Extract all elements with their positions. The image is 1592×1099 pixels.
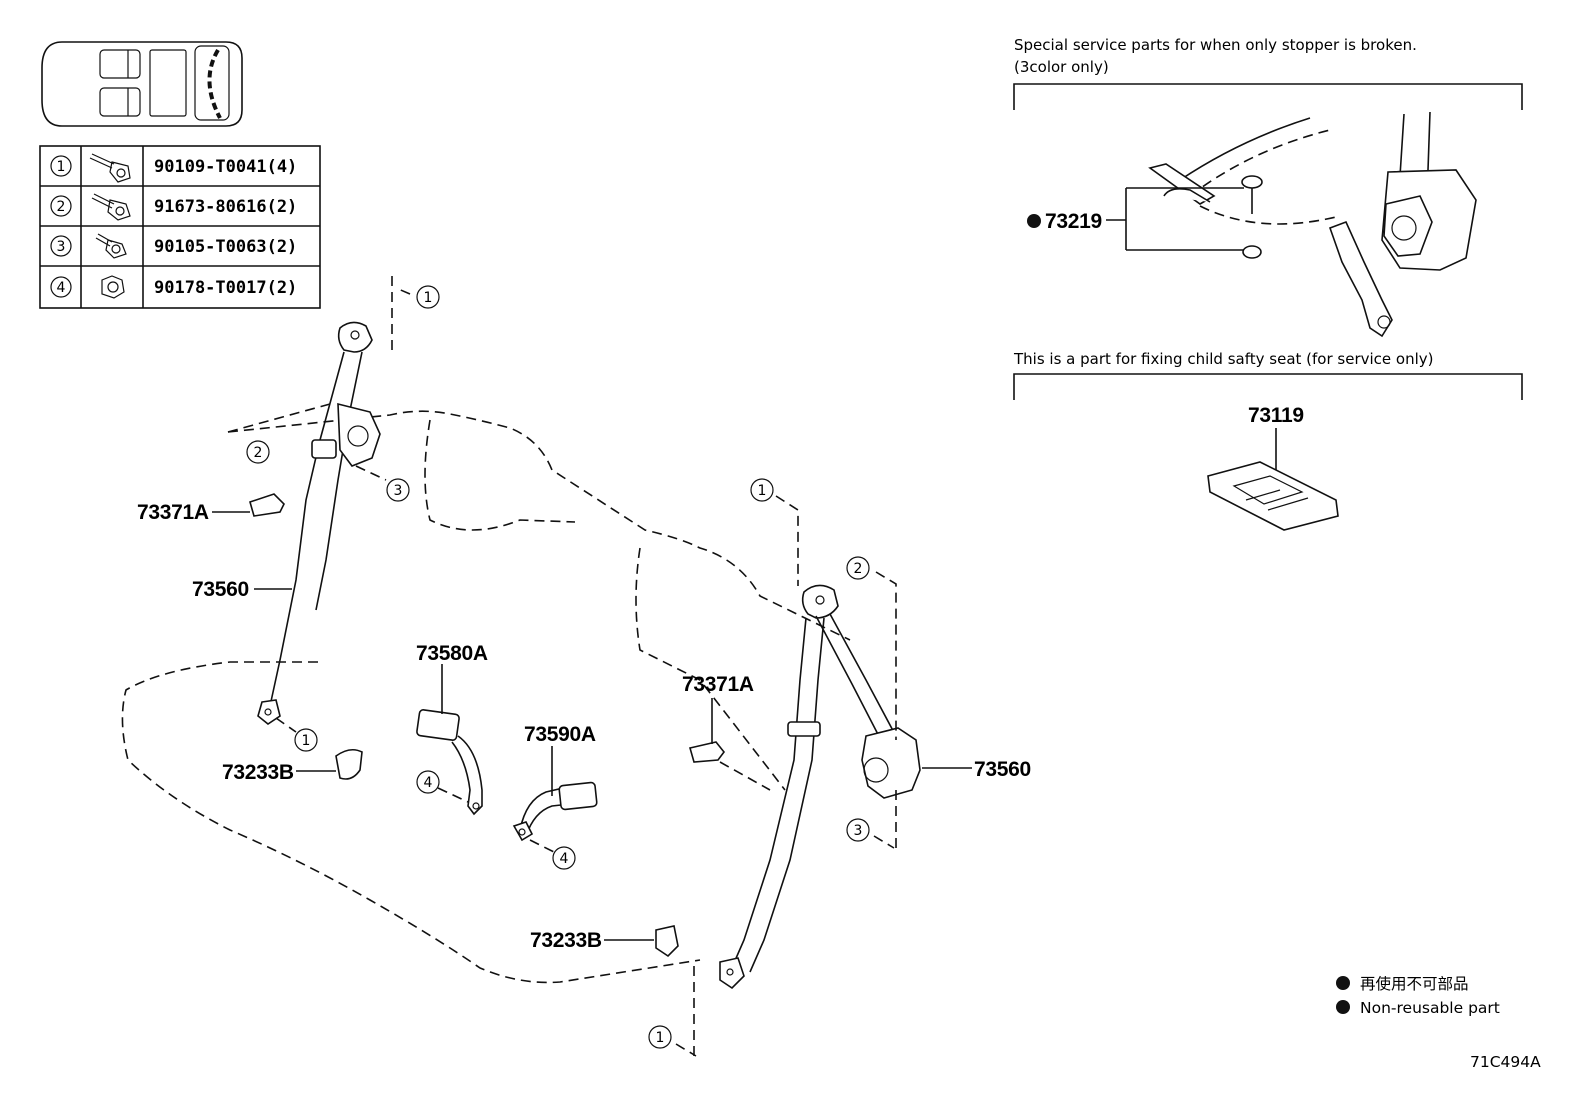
svg-text:4: 4 <box>424 775 433 791</box>
child-seat-inset-bracket <box>1013 373 1523 400</box>
table-part-no-1: 90109-T0041(4) <box>154 157 297 177</box>
legend-dot-icon <box>1336 1000 1350 1014</box>
fastener-table <box>39 145 321 309</box>
part-label-73119: 73119 <box>1248 404 1304 427</box>
callout-1-bottom: 1 <box>648 1025 672 1049</box>
right-seatbelt-assembly <box>675 495 972 1057</box>
table-ref-2: 2 <box>57 199 66 215</box>
stopper-inset-bracket <box>1013 83 1523 110</box>
table-row: 4 90178-T0017(2) <box>50 275 297 299</box>
svg-text:2: 2 <box>854 561 863 577</box>
part-label-73560-left: 73560 <box>192 578 249 601</box>
table-row: 2 91673-80616(2) <box>50 193 297 221</box>
vehicle-locator-icon <box>41 41 243 127</box>
legend: 再使用不可部品 Non-reusable part <box>1336 975 1500 1017</box>
table-ref-3: 3 <box>57 239 66 255</box>
callout-3-right: 3 <box>846 818 870 842</box>
svg-text:1: 1 <box>758 483 767 499</box>
bolt-icon <box>91 193 131 221</box>
part-label-73371a-right: 73371A <box>682 673 754 696</box>
callout-1-left-lower: 1 <box>294 728 318 752</box>
svg-text:3: 3 <box>394 483 403 499</box>
legend-dot-icon <box>1336 976 1350 990</box>
part-label-73560-right: 73560 <box>974 758 1031 781</box>
buckle-73580a <box>416 664 483 816</box>
svg-text:2: 2 <box>254 445 263 461</box>
svg-text:1: 1 <box>424 290 433 306</box>
child-seat-note: This is a part for fixing child safty se… <box>1013 350 1433 368</box>
callout-4-buckle-b: 4 <box>529 839 576 870</box>
bolt-icon <box>89 153 131 183</box>
non-reusable-dot-icon <box>1027 214 1041 228</box>
part-label-73233b-right: 73233B <box>530 929 602 952</box>
stopper-note-line1: Special service parts for when only stop… <box>1014 36 1417 54</box>
part-label-73219: 73219 <box>1045 210 1102 233</box>
table-row: 1 90109-T0041(4) <box>50 153 297 183</box>
part-label-73371a-left: 73371A <box>137 501 209 524</box>
table-part-no-2: 91673-80616(2) <box>154 197 297 217</box>
svg-text:1: 1 <box>656 1030 665 1046</box>
right-belt-guide <box>688 698 726 763</box>
callout-4-buckle-a: 4 <box>416 770 469 803</box>
callout-1-top: 1 <box>416 285 440 309</box>
callout-2-left: 2 <box>246 440 270 464</box>
diagram-code: 71C494A <box>1470 1053 1541 1071</box>
buckle-73590a <box>512 746 598 842</box>
rear-seat-outline <box>121 410 851 984</box>
legend-japanese: 再使用不可部品 <box>1360 975 1469 993</box>
callout-1-right-top: 1 <box>750 478 774 502</box>
child-seat-anchor-plate <box>1207 461 1339 531</box>
callout-2-right: 2 <box>846 556 870 580</box>
svg-text:1: 1 <box>302 733 311 749</box>
table-part-no-4: 90178-T0017(2) <box>154 278 297 298</box>
part-label-73580a: 73580A <box>416 642 488 665</box>
left-bolt-cover <box>296 748 363 780</box>
part-label-73233b-left: 73233B <box>222 761 294 784</box>
bolt-icon <box>95 233 127 259</box>
stopper-part-73219: 73219 <box>1027 210 1102 233</box>
part-label-73590a: 73590A <box>524 723 596 746</box>
left-seatbelt-assembly <box>227 276 411 733</box>
table-ref-4: 4 <box>57 280 66 296</box>
table-row: 3 90105-T0063(2) <box>50 233 297 259</box>
nut-icon <box>101 275 125 299</box>
table-ref-1: 1 <box>57 159 66 175</box>
right-bolt-cover <box>604 925 679 958</box>
callout-3-left: 3 <box>386 478 410 502</box>
stopper-inset-drawing <box>1106 111 1477 338</box>
stopper-note-line2: (3color only) <box>1014 58 1109 76</box>
left-belt-guide <box>212 493 285 517</box>
svg-text:3: 3 <box>854 823 863 839</box>
table-part-no-3: 90105-T0063(2) <box>154 237 297 257</box>
svg-text:4: 4 <box>560 851 569 867</box>
legend-english: Non-reusable part <box>1360 999 1500 1017</box>
